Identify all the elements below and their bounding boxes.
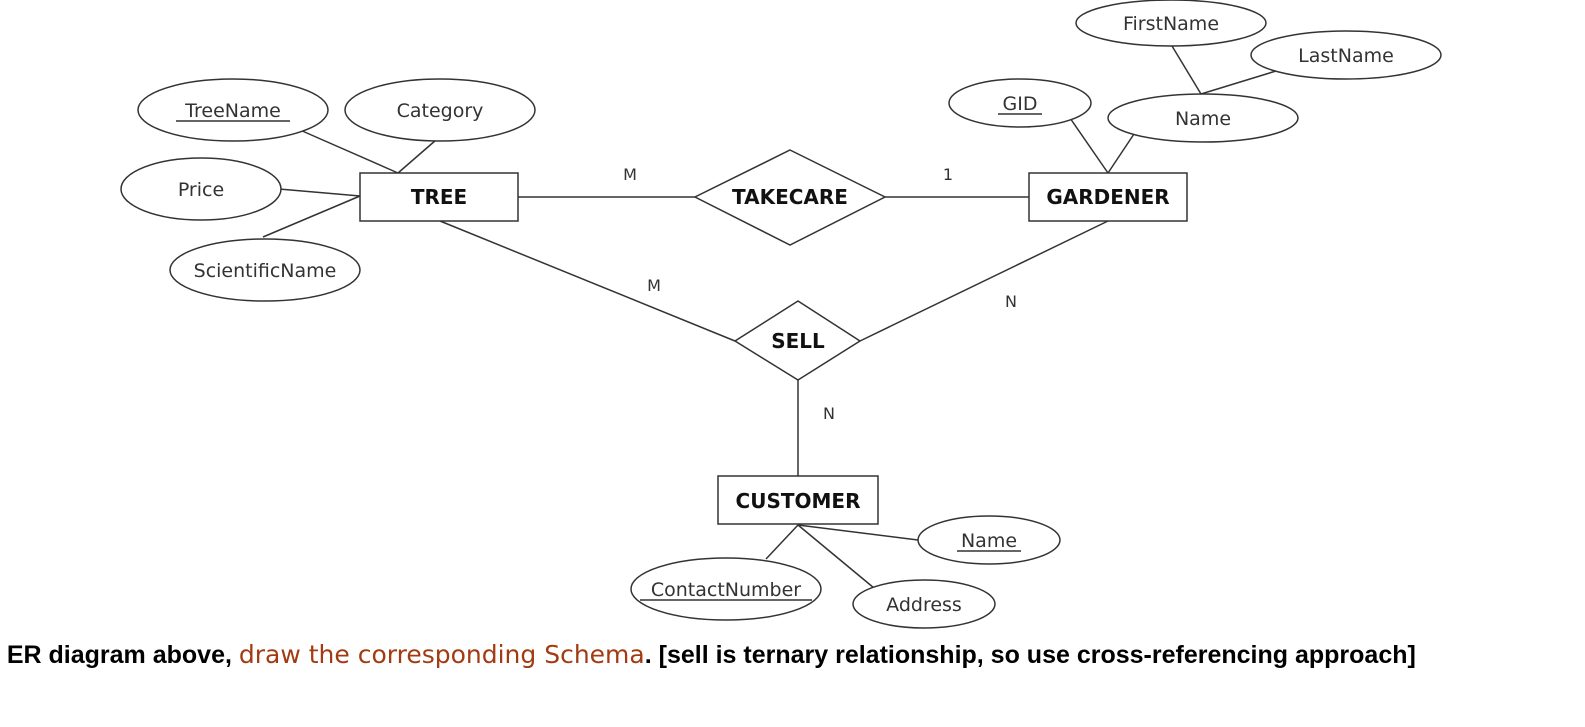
line-customer-name	[797, 524, 919, 541]
attribute-firstname: FirstName	[1075, 0, 1267, 47]
line-price-tree	[278, 188, 361, 197]
attribute-address: Address	[852, 579, 996, 629]
relationship-takecare: TAKECARE	[693, 149, 887, 246]
caption-suffix: . [sell is ternary relationship, so use …	[644, 641, 1416, 669]
line-gardener-sell	[859, 220, 1109, 342]
entity-tree-label: TREE	[411, 185, 467, 209]
attribute-scientificname-label: ScientificName	[194, 260, 337, 282]
attribute-category: Category	[344, 78, 536, 142]
attribute-price: Price	[120, 157, 282, 221]
entity-gardener-label: GARDENER	[1046, 185, 1169, 209]
line-name-gardener	[1107, 133, 1135, 174]
attribute-lastname: LastName	[1250, 30, 1442, 80]
entity-gardener: GARDENER	[1028, 172, 1188, 222]
cardinality-gardener-takecare: 1	[943, 165, 953, 184]
line-lastname-name	[1200, 70, 1277, 95]
attribute-category-label: Category	[397, 100, 484, 122]
attribute-customer-name-label: Name	[961, 530, 1017, 552]
cardinality-tree-takecare: M	[623, 165, 637, 184]
line-customer-address	[797, 524, 875, 589]
line-category-tree	[397, 139, 437, 174]
attribute-scientificname: ScientificName	[169, 238, 361, 302]
line-firstname-name	[1171, 45, 1202, 95]
attribute-lastname-label: LastName	[1298, 45, 1394, 67]
attribute-price-label: Price	[178, 179, 224, 201]
question-caption: e ER diagram above, draw the correspondi…	[0, 640, 1585, 670]
entity-customer-label: CUSTOMER	[736, 489, 861, 513]
relationship-takecare-label: TAKECARE	[732, 185, 848, 209]
entity-tree: TREE	[359, 172, 519, 222]
relationship-sell-label: SELL	[771, 329, 825, 353]
connector-lines	[262, 45, 1277, 589]
entity-customer: CUSTOMER	[717, 475, 879, 525]
line-gid-gardener	[1069, 117, 1109, 174]
attribute-address-label: Address	[886, 594, 962, 616]
line-tree-sell	[439, 220, 736, 342]
cardinality-gardener-sell: N	[1005, 292, 1017, 311]
attribute-gardener-name-label: Name	[1175, 108, 1231, 130]
attribute-contactnumber: ContactNumber	[630, 557, 822, 621]
attribute-treename-label: TreeName	[184, 100, 281, 122]
attribute-contactnumber-label: ContactNumber	[651, 579, 801, 601]
attribute-customer-name: Name	[917, 515, 1061, 565]
line-scientificname-tree	[262, 195, 361, 238]
line-customer-contactnumber	[765, 524, 799, 560]
attribute-firstname-label: FirstName	[1123, 13, 1219, 35]
cardinality-tree-sell: M	[647, 276, 661, 295]
caption-highlight: draw the corresponding Schema	[238, 640, 645, 669]
cardinality-customer-sell: N	[823, 404, 835, 423]
er-diagram: TreeName Category Price ScientificName G…	[120, 0, 1442, 629]
attribute-gid: GID	[948, 78, 1092, 128]
relationship-sell: SELL	[733, 300, 862, 381]
attribute-gid-label: GID	[1003, 93, 1038, 115]
line-treename-tree	[299, 129, 399, 174]
attribute-treename: TreeName	[137, 78, 329, 142]
attribute-gardener-name: Name	[1107, 93, 1299, 143]
caption-prefix: e ER diagram above,	[0, 641, 239, 669]
